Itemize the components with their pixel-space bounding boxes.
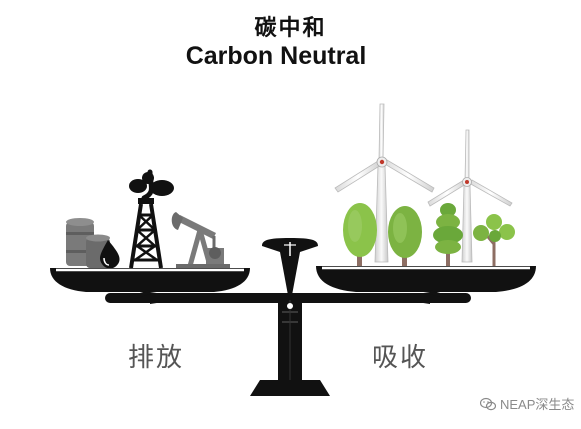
pump-jack-icon bbox=[171, 212, 230, 269]
oil-derrick-icon bbox=[129, 169, 174, 269]
wechat-icon bbox=[480, 397, 496, 410]
tree-icon bbox=[388, 206, 422, 268]
balance-scale-icon bbox=[50, 238, 536, 396]
tree-icon bbox=[343, 203, 377, 266]
oil-drop-icon bbox=[100, 240, 120, 269]
absorption-label: 吸收 bbox=[372, 343, 429, 373]
wind-turbine-icon bbox=[334, 103, 435, 263]
wind-turbine-icon bbox=[427, 129, 513, 263]
emission-label: 排放 bbox=[128, 343, 185, 373]
oil-barrels-icon bbox=[66, 218, 110, 268]
watermark-text: NEAP深生态 bbox=[500, 397, 575, 412]
title-english: Carbon Neutral bbox=[185, 42, 367, 70]
title-chinese: 碳中和 bbox=[254, 16, 327, 41]
tree-icon bbox=[433, 203, 463, 266]
tree-icon bbox=[473, 214, 515, 266]
watermark: NEAP深生态 bbox=[480, 394, 574, 413]
